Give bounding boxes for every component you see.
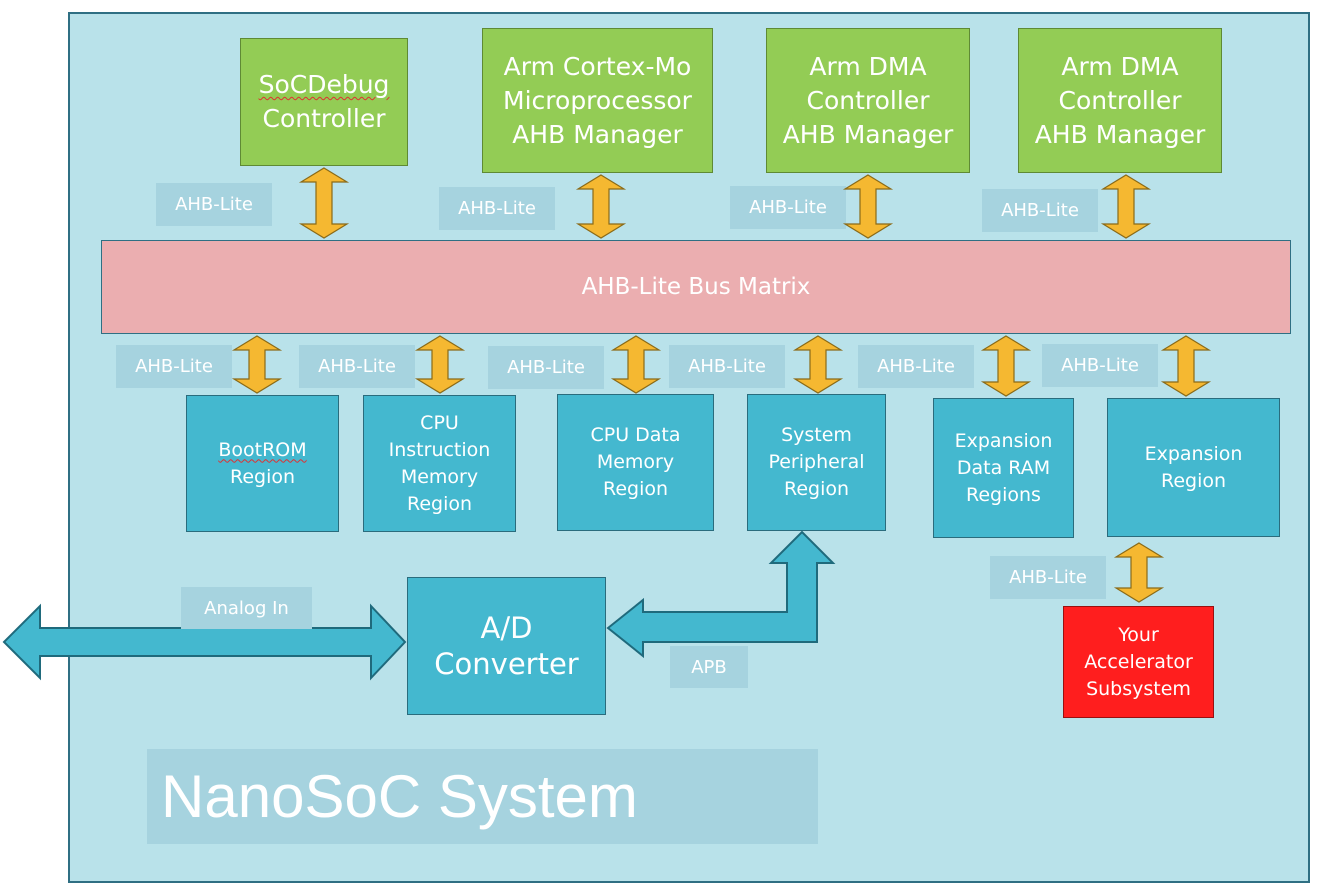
adc-line2: Converter xyxy=(434,647,579,681)
accel-line3: Subsystem xyxy=(1086,677,1191,700)
ahb-lite-label: AHB-Lite xyxy=(299,345,415,388)
bidirectional-bus-arrow xyxy=(1113,542,1165,603)
analog-in-label: Analog In xyxy=(181,587,312,629)
cpu-instr-line3: Memory xyxy=(400,465,479,488)
ahb-lite-label: AHB-Lite xyxy=(116,345,232,388)
bidirectional-bus-arrow xyxy=(1100,174,1152,239)
bootrom-region-block: BootROM Region xyxy=(186,395,339,532)
cortex-line3: AHB Manager xyxy=(512,119,683,149)
dma2-line3: AHB Manager xyxy=(1034,119,1206,149)
bidirectional-bus-arrow xyxy=(1160,335,1212,397)
cpu-instr-line4: Region xyxy=(406,492,473,515)
ahb-lite-label: AHB-Lite xyxy=(858,345,974,388)
dma2-line1: Arm DMA xyxy=(1061,51,1179,81)
bootrom-line1: BootROM xyxy=(218,438,307,461)
ahb-lite-label: AHB-Lite xyxy=(488,346,604,389)
exp-ram-line3: Regions xyxy=(966,483,1041,506)
cortex-line1: Arm Cortex-Mo xyxy=(503,51,692,81)
nanosoc-system-title: NanoSoC System xyxy=(147,749,818,844)
sys-periph-line2: Peripheral xyxy=(768,451,865,473)
apb-arrow xyxy=(606,530,836,659)
dma1-line3: AHB Manager xyxy=(782,119,954,149)
accel-line2: Accelerator xyxy=(1084,650,1193,673)
bidirectional-bus-arrow xyxy=(298,167,350,239)
dma1-line1: Arm DMA xyxy=(809,51,927,81)
bidirectional-bus-arrow xyxy=(980,335,1032,397)
ahb-lite-bus-matrix: AHB-Lite Bus Matrix xyxy=(101,240,1291,334)
ahb-lite-label: AHB-Lite xyxy=(156,183,272,226)
dma2-line2: Controller xyxy=(1058,85,1182,115)
bidirectional-bus-arrow xyxy=(610,335,662,394)
sys-periph-line3: Region xyxy=(783,478,850,500)
bidirectional-bus-arrow xyxy=(792,335,844,394)
bidirectional-bus-arrow xyxy=(575,174,627,239)
bidirectional-bus-arrow xyxy=(414,335,466,394)
cpu-data-line2: Memory xyxy=(596,451,675,473)
exp-ram-line2: Data RAM xyxy=(956,456,1051,479)
ahb-lite-label: AHB-Lite xyxy=(730,186,846,229)
cortex-line2: Microprocessor xyxy=(503,85,692,115)
adc-line1: A/D xyxy=(480,611,533,645)
expansion-line1: Expansion xyxy=(1144,442,1243,465)
bootrom-line2: Region xyxy=(229,465,296,488)
socdebug-line1: SoCDebug xyxy=(258,70,390,99)
ahb-lite-label: AHB-Lite xyxy=(1042,344,1158,387)
socdebug-line2: Controller xyxy=(262,104,386,133)
cpu-instr-line1: CPU xyxy=(420,411,459,434)
exp-ram-line1: Expansion xyxy=(954,429,1053,452)
ahb-lite-label: AHB-Lite xyxy=(982,189,1098,232)
dma1-line2: Controller xyxy=(806,85,930,115)
apb-label: APB xyxy=(670,646,748,688)
cpu-data-line3: Region xyxy=(602,478,669,500)
ahb-lite-label: AHB-Lite xyxy=(439,187,555,230)
analog-in-arrow xyxy=(2,603,407,681)
cpu-data-line1: CPU Data xyxy=(590,424,681,446)
ahb-lite-label: AHB-Lite xyxy=(669,345,785,388)
cpu-instr-line2: Instruction xyxy=(388,438,491,461)
ahb-lite-label: AHB-Lite xyxy=(990,556,1106,599)
bidirectional-bus-arrow xyxy=(842,174,894,239)
sys-periph-line1: System xyxy=(781,424,852,446)
expansion-line2: Region xyxy=(1160,469,1227,492)
bidirectional-bus-arrow xyxy=(231,335,283,394)
accel-line1: Your xyxy=(1118,623,1159,646)
